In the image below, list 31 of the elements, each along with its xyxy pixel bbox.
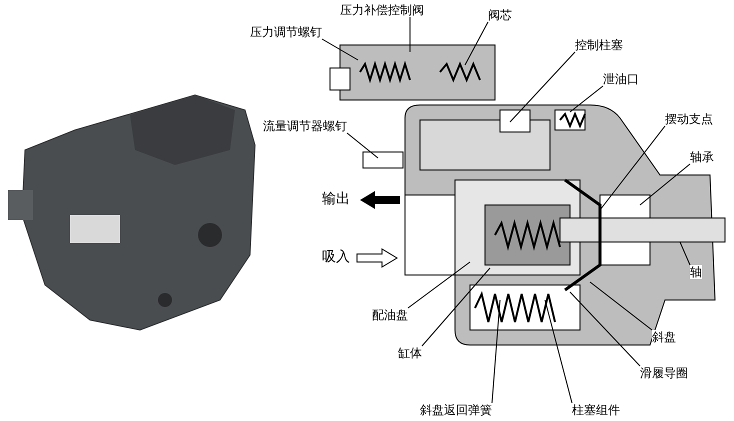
part-label: 斜盘返回弹簧 (420, 403, 492, 417)
part-label: 配油盘 (372, 308, 408, 322)
part-label: 压力补偿控制阀 (340, 3, 424, 17)
part-label: 泄油口 (603, 72, 639, 86)
leader-line (422, 268, 490, 346)
leader-line (510, 52, 576, 122)
flow-label: 吸入 (322, 250, 350, 266)
leader-line (464, 22, 488, 66)
part-label: 滑履导圈 (640, 366, 688, 380)
leader-line (680, 242, 690, 266)
part-label: 轴 (690, 265, 702, 279)
part-label: 缸体 (398, 346, 422, 360)
leader-line (570, 292, 640, 366)
leader-line (544, 300, 572, 404)
leader-line (408, 262, 470, 308)
leader-line (600, 126, 666, 210)
part-label: 流量调节器螺钉 (263, 119, 347, 133)
part-label: 斜盘 (652, 330, 676, 344)
leader-line (322, 38, 358, 60)
part-label: 摆动支点 (665, 112, 713, 126)
leader-line (492, 300, 500, 404)
part-label: 压力调节螺钉 (250, 25, 322, 39)
flow-label: 输出 (322, 192, 350, 208)
part-label: 轴承 (690, 150, 714, 164)
leader-line (570, 86, 604, 112)
leader-line (640, 164, 690, 206)
part-label: 柱塞组件 (572, 403, 620, 417)
leader-line (346, 132, 378, 158)
part-label: 阀芯 (488, 8, 512, 22)
part-label: 控制柱塞 (575, 38, 623, 52)
leader-line (590, 282, 652, 330)
